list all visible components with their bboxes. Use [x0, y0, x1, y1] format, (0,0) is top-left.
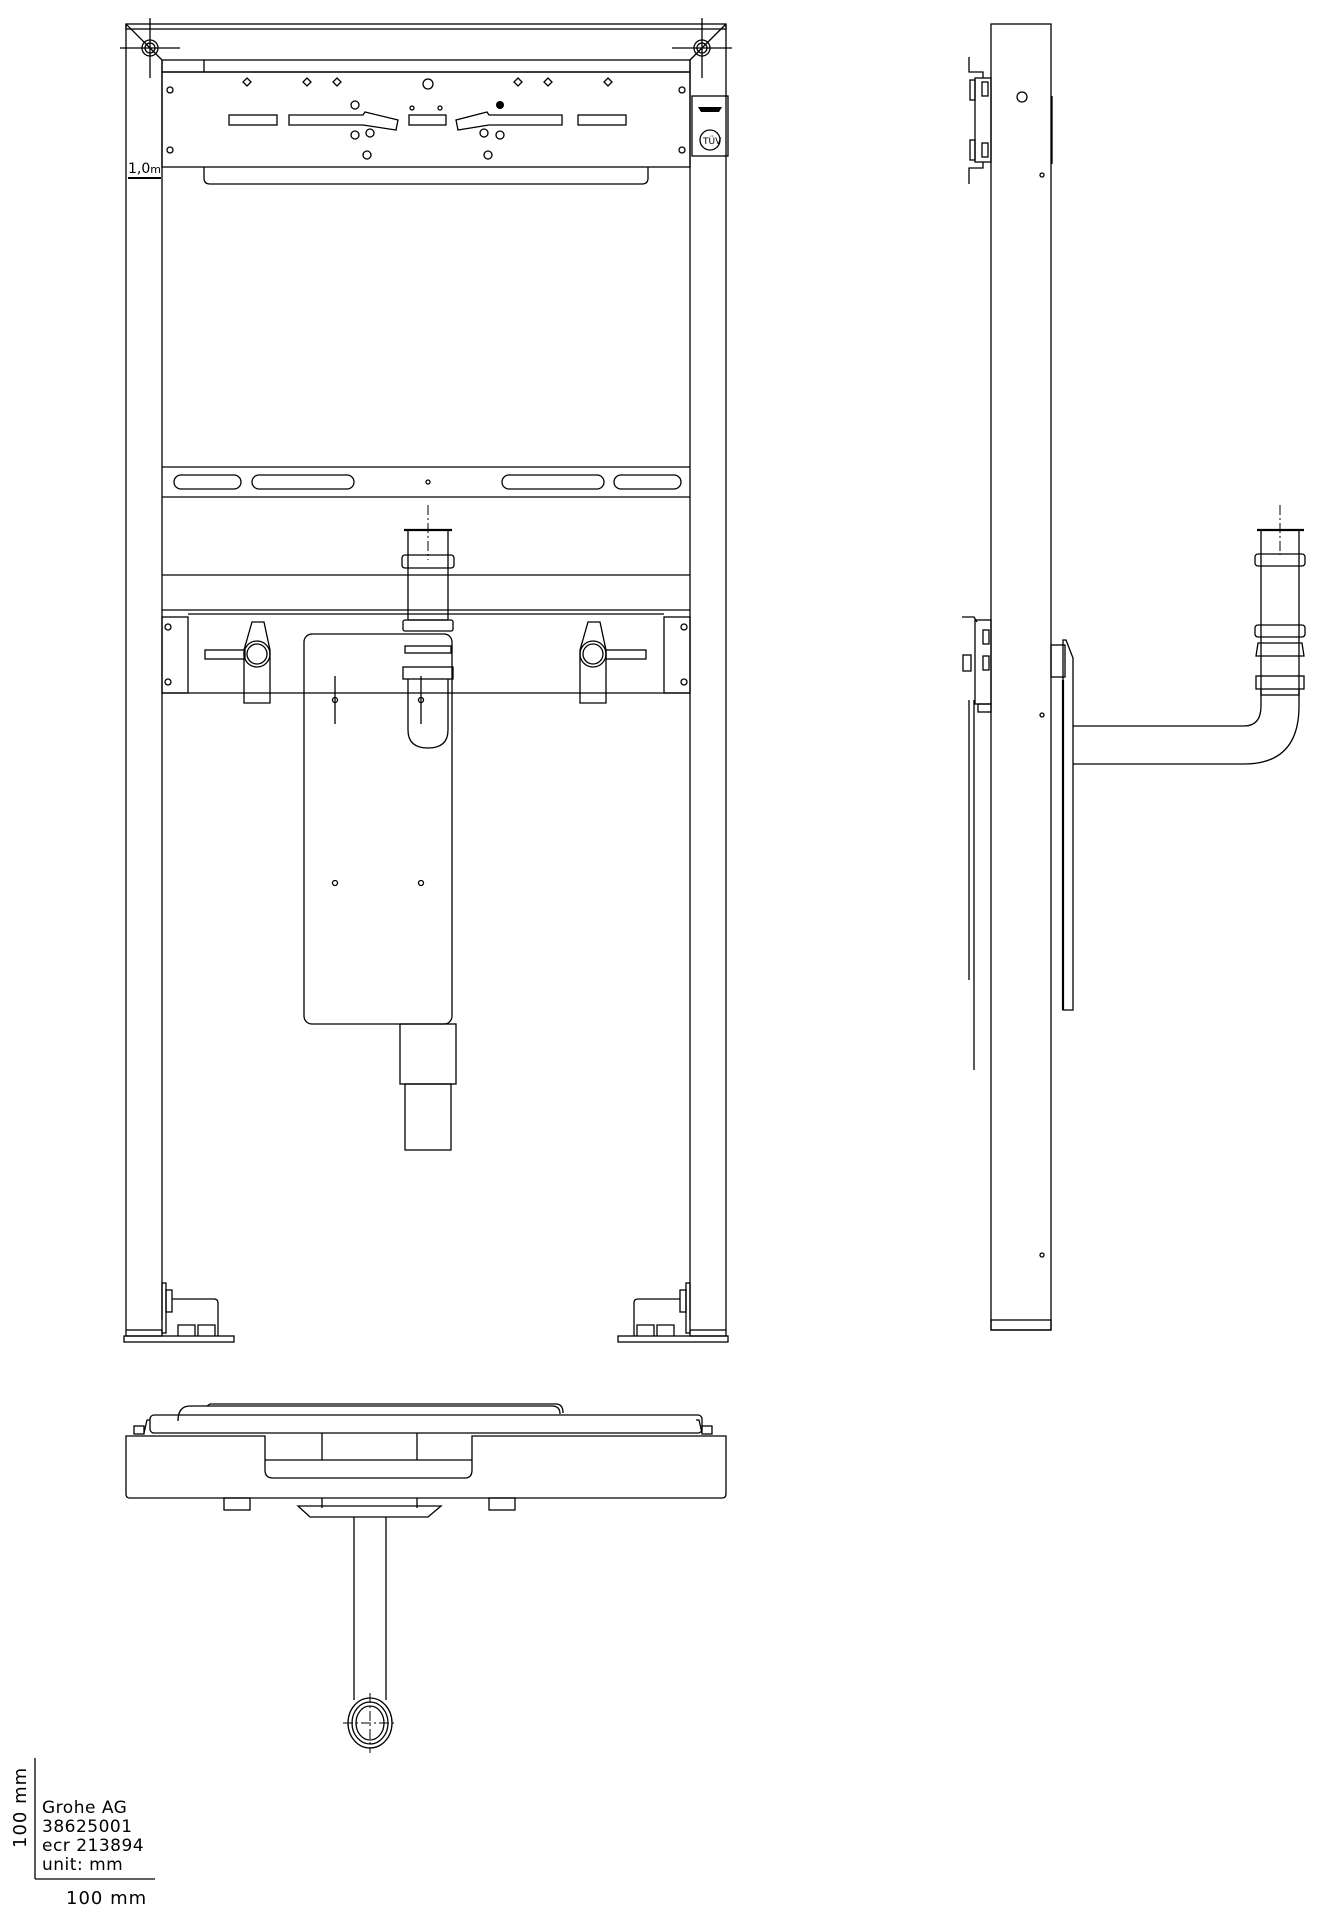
scale-label-vertical: 100 mm: [10, 1766, 31, 1848]
side-wall-bracket-lower: [962, 616, 992, 1070]
height-marker-value: 1,0: [128, 161, 151, 177]
foot-left: [123, 1282, 235, 1343]
grohe-logo-icon: [698, 107, 722, 112]
foot-right: [617, 1282, 729, 1343]
title-company: Grohe AG: [42, 1798, 128, 1818]
angle-valve-left-icon: [204, 621, 271, 704]
top-rail: [125, 23, 727, 30]
top-plate-lip: [161, 59, 691, 73]
side-view: [962, 23, 1306, 1331]
tuv-badge-text: TÜV: [702, 136, 722, 147]
drain-outlet-crosshair-icon: [343, 1693, 397, 1753]
scale-bar: [34, 1758, 155, 1880]
tuv-badge-icon: [699, 129, 721, 151]
side-post: [990, 23, 1052, 1331]
scale-label-horizontal: 100 mm: [66, 1888, 148, 1909]
drain-box-screws: [331, 676, 425, 887]
top-view-bolts: [133, 1419, 713, 1435]
top-plate-skirt: [203, 167, 649, 185]
valve-mounting-plate: [161, 613, 691, 694]
height-marker: 1,0m: [128, 162, 161, 179]
top-view-frame: [125, 1435, 727, 1499]
siphon-pipe: [399, 505, 457, 1151]
top-view-foot-right: [488, 1497, 516, 1511]
drain-flange: [296, 1505, 443, 1518]
top-mounting-plate: [161, 71, 691, 168]
side-drain-box: [1050, 639, 1074, 1011]
side-wall-bracket-top: [968, 57, 992, 184]
angle-valve-right-icon: [579, 621, 647, 704]
top-view-foot-left: [223, 1497, 251, 1511]
top-plate-holes: [166, 77, 686, 160]
brand-badge-panel: TÜV: [691, 95, 729, 157]
top-view-plate: [149, 1414, 703, 1434]
title-ecr-number: ecr 213894: [42, 1836, 145, 1856]
side-siphon-pipe: [1073, 505, 1306, 765]
corner-bolt-right-icon: [672, 18, 732, 78]
front-view: TÜV: [120, 18, 732, 1343]
top-view: [125, 1403, 727, 1753]
title-unit: unit: mm: [42, 1855, 124, 1875]
title-article-number: 38625001: [42, 1817, 133, 1837]
drain-mounting-box: [303, 633, 453, 1025]
corner-bolt-left-icon: [120, 18, 180, 78]
middle-crossbar: [162, 466, 690, 498]
height-marker-unit: m: [150, 163, 161, 176]
